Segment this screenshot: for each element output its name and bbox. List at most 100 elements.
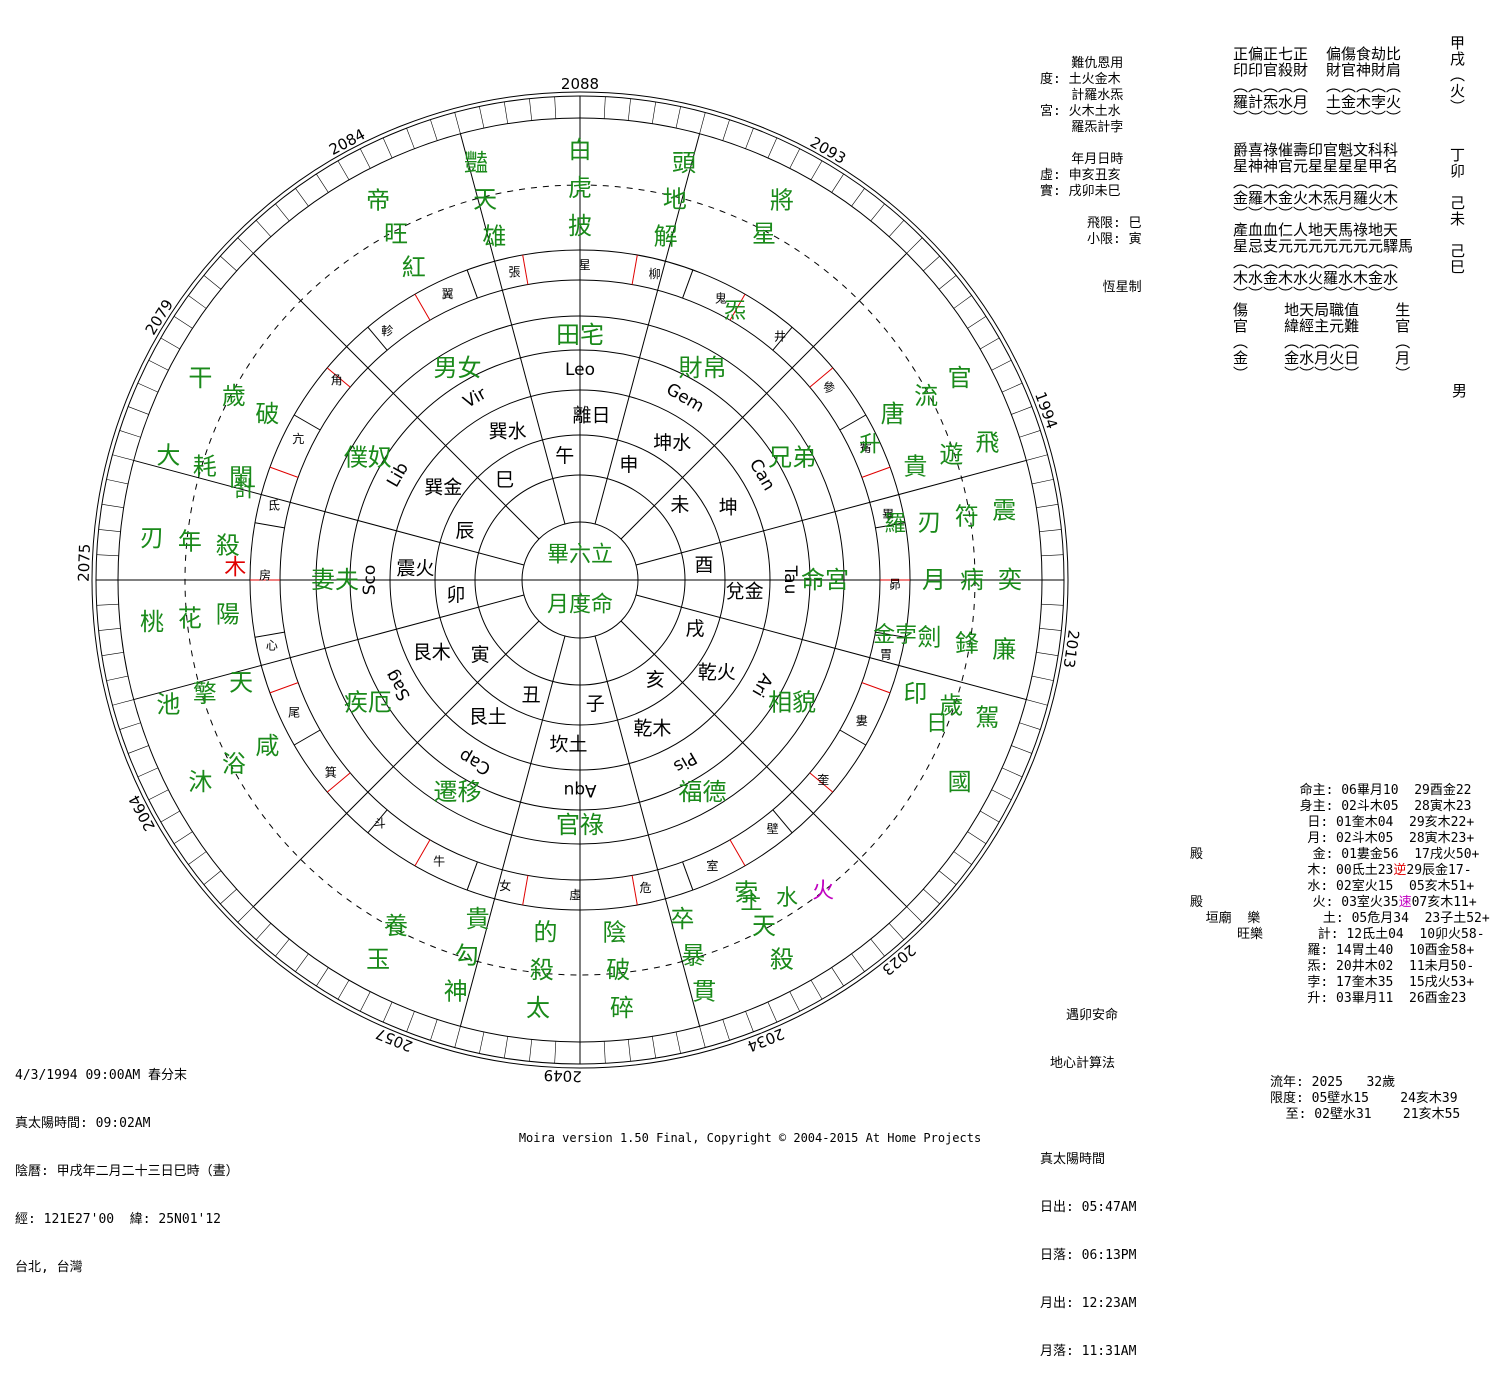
year-tick — [603, 1041, 606, 1064]
year-tick — [870, 938, 885, 957]
mansion-tick — [414, 839, 431, 867]
year-tick — [1036, 651, 1059, 657]
palace-divider — [459, 635, 566, 1027]
star-name: 升: — [1276, 991, 1329, 1006]
summary-right-row: 星神神官元星星星星甲名 — [1233, 157, 1399, 175]
year-tick — [967, 831, 987, 844]
star-row: 孛: 17奎木35 15戌火53+ — [1190, 975, 1490, 991]
summary-right-row: 官 緯經主元難 官 — [1233, 317, 1411, 335]
summary-left-row: 小限: 寅 — [1040, 232, 1142, 247]
mansion-tick — [414, 293, 431, 321]
summary-left-row: 實: 戌卯未巳 — [1040, 184, 1121, 199]
earthly-branch: 亥 — [646, 669, 665, 691]
year-tick — [101, 651, 124, 657]
palace-stems: 艮木 — [413, 641, 451, 663]
outer-star: 年 — [178, 528, 202, 556]
palace-name: 疾厄 — [344, 689, 392, 717]
earthly-branch: 辰 — [455, 520, 474, 542]
ring-year: 2093 — [807, 133, 849, 168]
place: 台北, 台灣 — [15, 1260, 83, 1275]
method-2: 地心計算法 — [1050, 1056, 1116, 1071]
mansion-tick — [809, 772, 834, 793]
year-tick — [1026, 699, 1048, 706]
year-tick — [112, 454, 134, 461]
outer-star: 官 — [948, 364, 972, 392]
star-degree-b: 11未月50- — [1409, 959, 1475, 974]
year-tick — [1031, 675, 1054, 681]
star-dignity: 殿 — [1190, 895, 1282, 910]
year-tick — [1039, 529, 1062, 533]
star-degree-a: 00氐土23 — [1328, 863, 1394, 878]
true-solar-header: 真太陽時間 — [1040, 1152, 1106, 1167]
outer-star: 劍 — [917, 623, 941, 651]
star-flag — [1404, 927, 1420, 942]
outer-star: 破 — [255, 400, 279, 428]
mansion-label: 虛 — [569, 888, 581, 902]
year-tick — [651, 101, 657, 124]
year-tick — [316, 967, 329, 987]
mansion-label: 尾 — [288, 705, 300, 719]
year-tick — [953, 851, 972, 865]
year-column-row: 巳 — [1450, 258, 1466, 276]
year-tick — [991, 360, 1012, 371]
palace-stems: 坤 — [719, 497, 738, 519]
star-flag — [1393, 831, 1409, 846]
star-row: 旺樂 計: 12氐土04 10卯火58- — [1190, 927, 1490, 943]
palace-name: 兄弟 — [768, 444, 816, 472]
year-tick — [237, 237, 254, 254]
planet-marker: 日 — [926, 712, 948, 737]
zodiac-label: Aqu — [564, 780, 597, 800]
star-name: 炁: — [1276, 959, 1329, 974]
star-row: 殿 火: 03室火35速07亥木11+ — [1190, 895, 1490, 911]
star-row: 殿 金: 01婁金56 17戌火50+ — [1190, 847, 1490, 863]
palace-name: 命宮 — [801, 566, 849, 594]
summary-left-row — [1040, 248, 1142, 264]
year-tick — [337, 979, 350, 1000]
summary-left-row — [1040, 264, 1142, 280]
year-tick — [1031, 479, 1054, 485]
summary-right-row: ︵ ︵︵︵︵︵ ︵ — [1233, 333, 1411, 351]
outer-star: 星 — [752, 220, 776, 248]
outer-star: 解 — [654, 223, 678, 251]
outer-star: 養 — [384, 912, 408, 940]
year-tick — [1026, 454, 1048, 461]
year-tick — [923, 888, 940, 905]
year-tick — [454, 112, 461, 134]
mansion-tick — [293, 729, 321, 746]
outer-star: 國 — [948, 768, 972, 796]
palace-divider — [635, 594, 1027, 701]
summary-right-row: ︵︵︵︵︵︵︵︵︵︵︵ — [1233, 173, 1399, 191]
planet-marker: 火 — [812, 879, 834, 904]
mansion-label: 斗 — [374, 816, 386, 830]
year-column-row: ︵ — [1450, 66, 1466, 84]
summary-left-row: 恆星制 — [1040, 280, 1142, 295]
mansion-label: 鬼 — [715, 290, 727, 305]
outer-star: 遊 — [939, 441, 963, 469]
star-degree-a: 02室火15 — [1328, 879, 1394, 894]
year-tick — [255, 220, 272, 237]
outer-star: 卒 — [670, 905, 694, 933]
star-degree-a: 05危月34 — [1343, 911, 1409, 926]
summary-left-row: 飛限: 巳 — [1040, 216, 1142, 231]
summary-left-row — [1040, 200, 1142, 216]
outer-star: 鋒 — [955, 630, 979, 658]
year-tick — [938, 275, 957, 290]
mansion-tick — [729, 293, 746, 321]
ring-year: 1994 — [1031, 389, 1061, 431]
summary-right-row: 印印官殺財 財官神財肩 — [1233, 61, 1402, 79]
flow-year: 流年: 2025 32歲限度: 05壁水15 24亥木39 至: 02壁水31 … — [1270, 1075, 1460, 1123]
year-tick — [953, 295, 972, 309]
year-tick — [360, 148, 371, 169]
earthly-branch: 未 — [670, 494, 689, 516]
mansion-tick — [682, 269, 694, 299]
year-tick — [160, 337, 181, 350]
outer-star: 破 — [606, 956, 630, 984]
year-tick — [554, 1041, 557, 1064]
star-row: 日: 01奎木04 29亥木22+ — [1190, 815, 1490, 831]
mansion-tick — [861, 466, 891, 478]
star-flag: 速 — [1398, 895, 1412, 910]
star-dignity — [1190, 863, 1276, 878]
star-flag: 逆 — [1393, 863, 1407, 878]
mansion-label: 心 — [266, 638, 278, 652]
outer-star: 頭 — [672, 149, 696, 177]
